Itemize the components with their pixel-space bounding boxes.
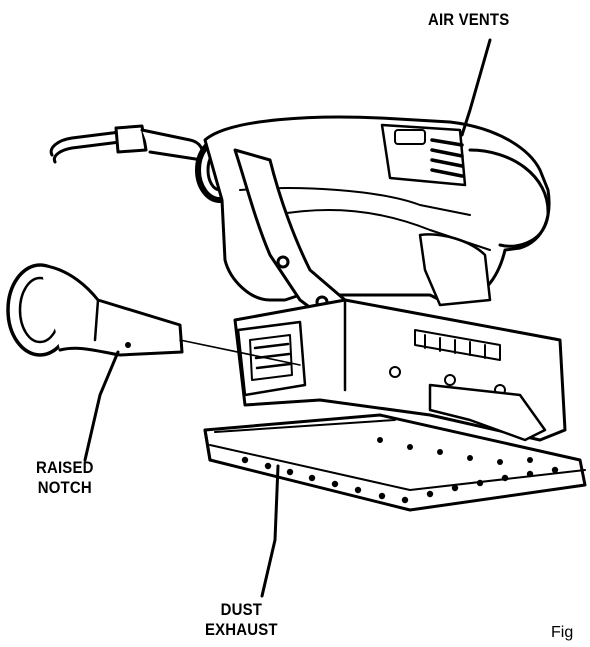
power-cord xyxy=(49,124,205,164)
base-housing xyxy=(233,298,567,442)
air-vents-label: AIR VENTS xyxy=(428,10,509,30)
raised-notch-line2: NOTCH xyxy=(37,478,92,497)
sander-body xyxy=(203,115,551,332)
dust-exhaust-label: DUST EXHAUST xyxy=(205,600,278,640)
air-vents-text: AIR VENTS xyxy=(428,10,510,29)
raised-notch-line1: RAISED xyxy=(36,458,94,477)
air-vents xyxy=(380,123,467,187)
dust-exhaust-line2: EXHAUST xyxy=(205,620,278,639)
dust-adapter xyxy=(6,263,301,366)
raised-notch-label: RAISED NOTCH xyxy=(36,458,94,498)
figure-caption: Fig xyxy=(551,624,574,641)
dust-exhaust-line1: DUST xyxy=(220,600,263,619)
leader-lines xyxy=(83,38,492,598)
sanding-pad xyxy=(203,413,587,512)
